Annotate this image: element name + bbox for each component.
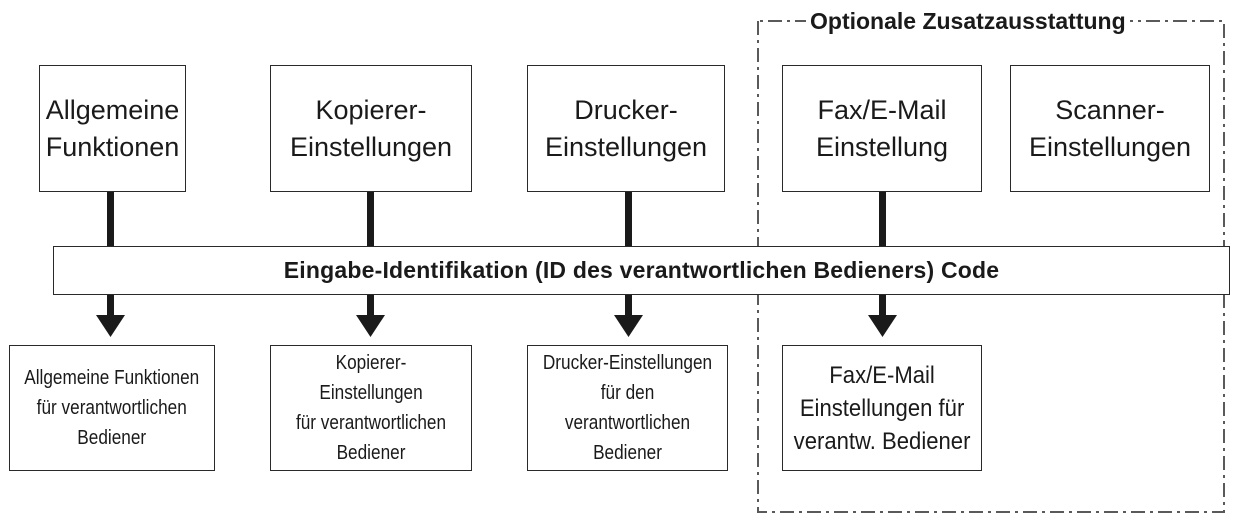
box-fax-email-einstellung: Fax/E-Mail Einstellung [782, 65, 982, 192]
connector-drucker-top [625, 192, 632, 246]
code-bar-label: Eingabe-Identifikation (ID des verantwor… [283, 257, 1000, 283]
box-label: Drucker-Einstellungen für den verantwort… [542, 352, 713, 464]
box-label: Drucker- Einstellungen [544, 94, 708, 162]
box-label: Scanner- Einstellungen [1028, 94, 1192, 162]
box-allgemeine-funktionen-bediener: Allgemeine Funktionen für verantwortlich… [9, 345, 215, 471]
box-label: Allgemeine Funktionen [45, 94, 180, 162]
arrow-drucker [614, 295, 643, 337]
box-label: Allgemeine Funktionen für verantwortlich… [24, 367, 200, 449]
code-bar: Eingabe-Identifikation (ID des verantwor… [53, 246, 1230, 295]
connector-fax-top [879, 192, 886, 246]
connector-kopierer-top [367, 192, 374, 246]
box-allgemeine-funktionen: Allgemeine Funktionen [39, 65, 186, 192]
arrow-allgemeine [96, 295, 125, 337]
box-label: Fax/E-Mail Einstellung [815, 94, 949, 162]
box-kopierer-einstellungen-bediener: Kopierer-Einstellungen für verantwortlic… [270, 345, 472, 471]
box-label: Kopierer-Einstellungen für verantwortlic… [295, 352, 447, 464]
box-label: Fax/E-Mail Einstellungen für verantw. Be… [793, 361, 971, 455]
arrow-fax [868, 295, 897, 337]
optional-group-label: Optionale Zusatzausstattung [806, 4, 1130, 38]
box-drucker-einstellungen-bediener: Drucker-Einstellungen für den verantwort… [527, 345, 728, 471]
box-label: Kopierer- Einstellungen [289, 94, 453, 162]
box-kopierer-einstellungen: Kopierer- Einstellungen [270, 65, 472, 192]
connector-allgemeine-top [107, 192, 114, 246]
box-scanner-einstellungen: Scanner- Einstellungen [1010, 65, 1210, 192]
box-fax-email-einstellungen-bediener: Fax/E-Mail Einstellungen für verantw. Be… [782, 345, 982, 471]
box-drucker-einstellungen: Drucker- Einstellungen [527, 65, 725, 192]
arrow-kopierer [356, 295, 385, 337]
